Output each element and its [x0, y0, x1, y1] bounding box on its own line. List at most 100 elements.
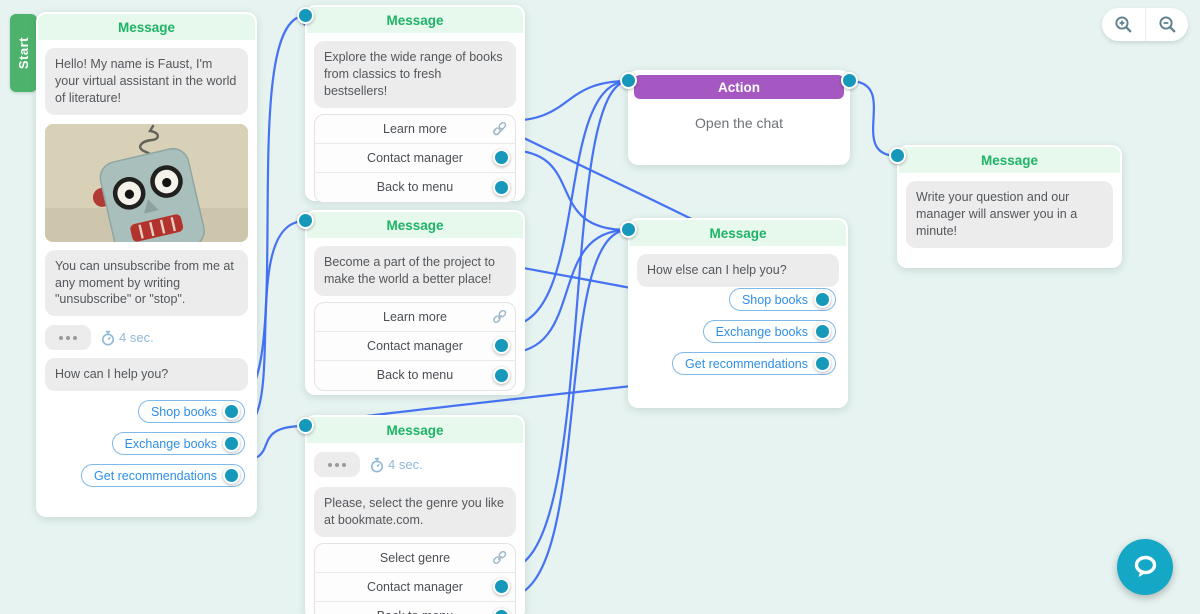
button-contact-manager[interactable]: Contact manager [315, 573, 515, 602]
chat-bubble-icon [1134, 555, 1157, 577]
card-header: Message [630, 220, 846, 246]
typing-indicator-icon [314, 452, 360, 477]
output-connector-dot[interactable] [841, 72, 858, 89]
message-bubble: Explore the wide range of books from cla… [314, 41, 516, 108]
card-action[interactable]: Action Open the chat [620, 70, 858, 165]
zoom-out-button[interactable] [1145, 8, 1188, 41]
connector-dot[interactable] [223, 403, 240, 420]
wire-genre-cm-to-action [504, 79, 631, 571]
input-connector-dot[interactable] [297, 7, 314, 24]
button-label: Contact manager [367, 579, 463, 594]
button-label: Back to menu [377, 609, 453, 614]
message-bubble: Please, select the genre you like at boo… [314, 487, 516, 537]
card-write-message[interactable]: Message Write your question and our mana… [889, 145, 1122, 268]
connector-dot[interactable] [493, 607, 510, 614]
card-header-label: Action [718, 79, 760, 95]
input-connector-dot[interactable] [620, 221, 637, 238]
card-start-message[interactable]: Message Hello! My name is Faust, I'm you… [36, 12, 257, 517]
button-label: Learn more [383, 121, 447, 136]
quick-replies: Shop books Exchange books Get recommenda… [81, 400, 245, 487]
button-label: Learn more [383, 309, 447, 324]
wire-explore-back-to-howelse [504, 148, 630, 232]
connector-dot[interactable] [493, 366, 510, 384]
wire-become-cm-to-action [504, 79, 631, 328]
button-contact-manager[interactable]: Contact manager [315, 332, 515, 361]
card-genre-message[interactable]: Message 4 sec. Please, select the genre … [297, 415, 525, 614]
card-header-label: Message [386, 422, 444, 438]
button-learn-more[interactable]: Learn more [315, 303, 515, 332]
card-how-else-message[interactable]: Message How else can I help you? Shop bo… [620, 218, 848, 408]
card-header: Message [307, 7, 523, 33]
message-bubble: Write your question and our manager will… [906, 181, 1113, 248]
connector-dot[interactable] [814, 291, 831, 308]
message-bubble: You can unsubscribe from me at any momen… [45, 249, 248, 317]
typing-delay-row: 4 sec. [45, 325, 248, 351]
card-header: Message [899, 147, 1120, 173]
message-bubble: Hello! My name is Faust, I'm your virtua… [45, 48, 248, 115]
input-connector-dot[interactable] [620, 72, 637, 89]
card-header: Message [307, 212, 523, 238]
button-back-to-menu[interactable]: Back to menu [315, 361, 515, 390]
wire-genre-back-to-howelse [504, 228, 630, 599]
connector-dot[interactable] [493, 149, 510, 167]
card-header: Action [634, 75, 844, 99]
button-label: Contact manager [367, 338, 463, 353]
connector-dot[interactable] [814, 323, 831, 340]
button-contact-manager[interactable]: Contact manager [315, 144, 515, 173]
button-label: Back to menu [376, 180, 454, 195]
connector-dot[interactable] [493, 578, 510, 596]
chip-get-recommendations[interactable]: Get recommendations [672, 352, 836, 375]
button-label: Contact manager [367, 150, 463, 165]
card-header: Message [307, 417, 523, 443]
button-back-to-menu[interactable]: Back to menu [315, 173, 515, 202]
input-connector-dot[interactable] [297, 212, 314, 229]
message-bubble: How else can I help you? [637, 254, 839, 287]
wire-become-back-to-howelse [504, 228, 630, 355]
link-icon [493, 550, 507, 564]
connector-dot[interactable] [223, 467, 240, 484]
start-node[interactable]: Start [10, 14, 37, 92]
chip-label: Exchange books [715, 324, 808, 339]
chip-get-recommendations[interactable]: Get recommendations [81, 464, 245, 487]
zoom-controls [1102, 8, 1188, 41]
chip-shop-books[interactable]: Shop books [728, 288, 836, 311]
zoom-out-icon [1158, 16, 1175, 33]
typing-delay-row: 4 sec. [314, 452, 516, 477]
button-select-genre[interactable]: Select genre [315, 544, 515, 573]
link-icon [493, 309, 507, 323]
card-header: Message [38, 14, 255, 40]
zoom-in-button[interactable] [1102, 8, 1145, 41]
link-icon [493, 121, 507, 135]
button-label: Select genre [379, 550, 451, 565]
chip-label: Shop books [150, 404, 217, 419]
chip-shop-books[interactable]: Shop books [137, 400, 245, 423]
connector-dot[interactable] [493, 337, 510, 355]
card-header-label: Message [709, 225, 767, 241]
button-group: Learn more Contact manager Back to menu [314, 301, 516, 391]
button-back-to-menu[interactable]: Back to menu [315, 602, 515, 614]
zoom-in-icon [1115, 16, 1132, 33]
input-connector-dot[interactable] [889, 147, 906, 164]
delay-label: 4 sec. [119, 330, 154, 346]
quick-replies: Shop books Exchange books Get recommenda… [672, 288, 836, 375]
card-become-message[interactable]: Message Become a part of the project to … [297, 210, 525, 395]
message-bubble: How can I help you? [45, 358, 248, 392]
action-body-label: Open the chat [695, 115, 783, 131]
chip-label: Shop books [741, 292, 808, 307]
input-connector-dot[interactable] [297, 417, 314, 434]
card-explore-message[interactable]: Message Explore the wide range of books … [297, 5, 525, 203]
button-learn-more[interactable]: Learn more [315, 115, 515, 144]
chip-label: Get recommendations [685, 356, 808, 371]
chip-exchange-books[interactable]: Exchange books [702, 320, 836, 343]
robot-image [45, 123, 248, 242]
message-bubble: Become a part of the project to make the… [314, 246, 516, 296]
connector-dot[interactable] [223, 435, 240, 452]
connector-dot[interactable] [814, 355, 831, 372]
card-header-label: Message [386, 217, 444, 233]
chip-label: Exchange books [124, 436, 217, 451]
chip-exchange-books[interactable]: Exchange books [111, 432, 245, 455]
start-label: Start [16, 36, 31, 70]
chat-widget-button[interactable] [1117, 539, 1173, 595]
connector-dot[interactable] [493, 178, 510, 196]
